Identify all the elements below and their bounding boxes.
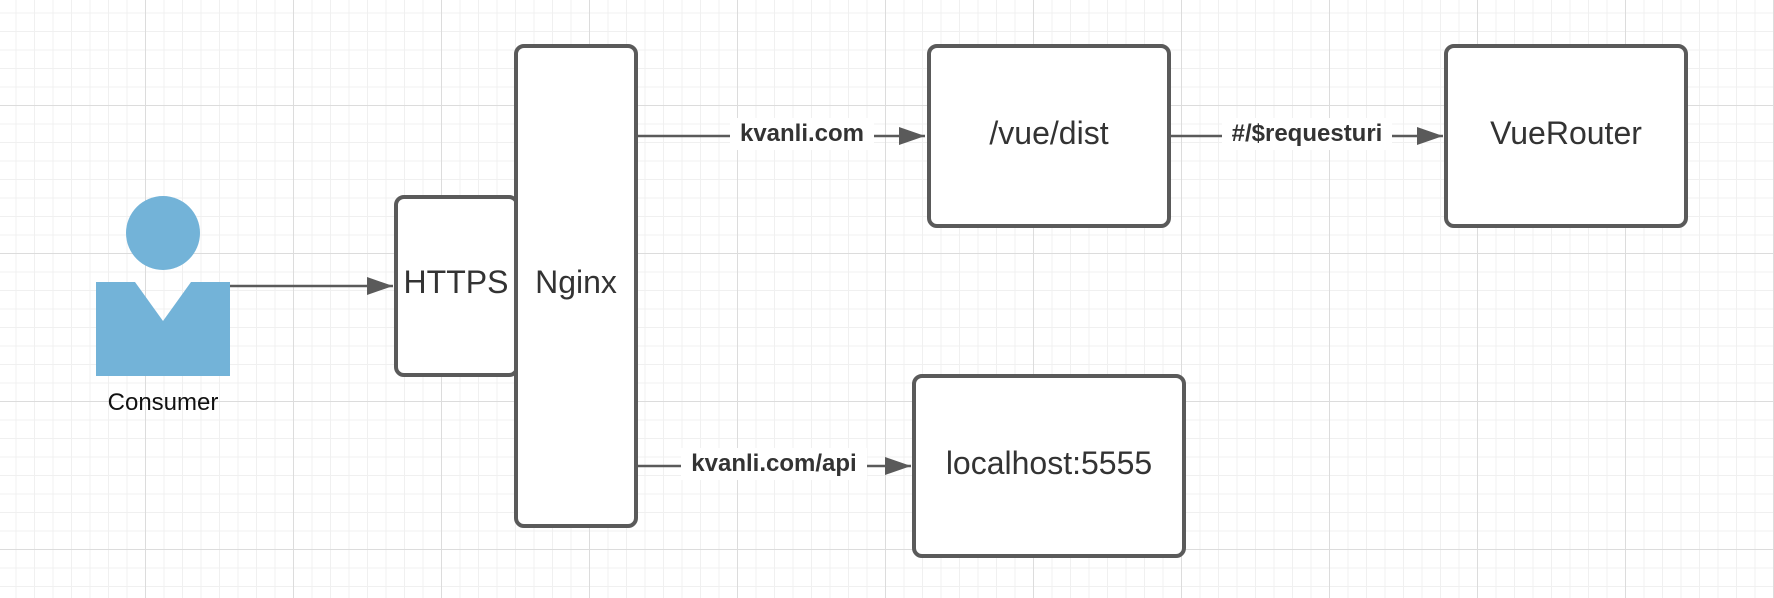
node-localhost-label: localhost:5555 — [946, 445, 1152, 481]
node-localhost-box — [912, 374, 1186, 558]
node-vue-router-label: VueRouter — [1490, 115, 1642, 151]
node-nginx: Nginx — [514, 44, 638, 528]
consumer-actor: Consumer — [96, 196, 230, 416]
node-nginx-label: Nginx — [535, 264, 617, 300]
node-localhost: localhost:5555 — [912, 374, 1186, 558]
edge-label-bg — [730, 118, 874, 150]
consumer-label: Consumer — [108, 389, 219, 416]
node-vue-dist: /vue/dist — [927, 44, 1171, 228]
node-vue-router-box — [1444, 44, 1688, 228]
consumer-head-icon — [126, 196, 200, 270]
edge-label-bg — [1222, 118, 1392, 150]
node-vue-dist-box — [927, 44, 1171, 228]
node-vue-dist-label: /vue/dist — [989, 115, 1108, 151]
edge-label-kvanli-com: kvanli.com — [740, 120, 864, 147]
edge-label-kvanli-com-api: kvanli.com/api — [691, 450, 856, 477]
node-https-label: HTTPS — [404, 264, 509, 300]
edge-label-bg — [681, 448, 867, 480]
consumer-body-icon — [96, 282, 230, 376]
node-nginx-box — [514, 44, 638, 528]
edge-label-requesturi: #/$requesturi — [1232, 120, 1383, 147]
node-vue-router: VueRouter — [1444, 44, 1688, 228]
node-https: HTTPS — [394, 195, 519, 377]
